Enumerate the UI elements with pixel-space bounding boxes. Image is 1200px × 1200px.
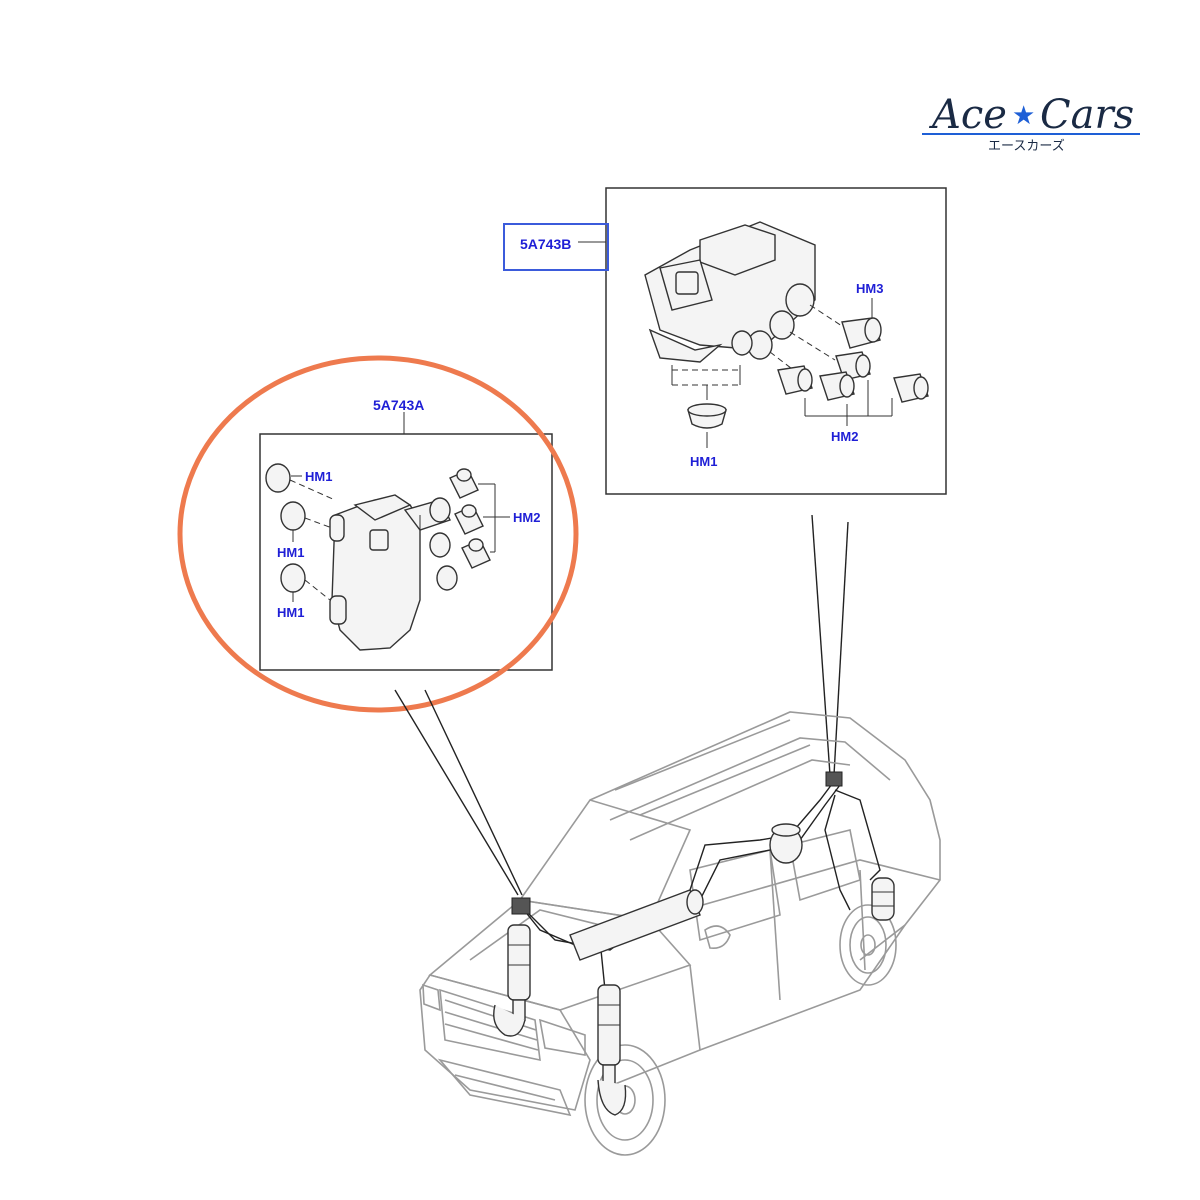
inset-b-panel: 5A743B xyxy=(503,187,947,495)
part-b-highlight-box xyxy=(503,223,609,271)
hm2-label-b: HM2 xyxy=(831,429,858,444)
grommet-hm1-b xyxy=(687,403,727,448)
valve-block-a xyxy=(329,494,458,651)
logo-brand-right: Cars xyxy=(1040,92,1134,138)
part-a-label: 5A743A xyxy=(373,397,424,413)
valve-block-b xyxy=(644,221,846,400)
grommets-hm1-a xyxy=(265,463,336,602)
hm1-label-a-bottom: HM1 xyxy=(277,605,304,620)
front-left-air-strut xyxy=(493,924,531,1037)
ace-cars-logo: Ace ★ Cars エースカーズ xyxy=(922,92,1140,154)
valve-block-b-location xyxy=(825,771,843,787)
front-wheel xyxy=(584,1044,666,1156)
part-b-label: 5A743B xyxy=(520,236,571,252)
leader-lines xyxy=(394,514,849,896)
hm2-bracket-a xyxy=(478,483,510,553)
rear-wheel xyxy=(839,904,897,986)
hm1-label-a-top: HM1 xyxy=(305,469,332,484)
logo-star-icon: ★ xyxy=(1012,100,1035,130)
front-right-air-strut xyxy=(597,984,627,1116)
fittings-a xyxy=(449,468,491,569)
logo-brand-left: Ace xyxy=(928,92,1007,138)
hm2-label-a: HM2 xyxy=(513,510,540,525)
hm2-bracket-b xyxy=(804,380,893,426)
air-compressor xyxy=(769,823,803,864)
part-a-highlight-circle xyxy=(177,355,579,713)
fittings-b xyxy=(777,317,929,403)
inset-a-panel: 5A743A HM1 HM1 HM1 xyxy=(177,355,579,713)
hm1-label-a-mid: HM1 xyxy=(277,545,304,560)
hm1-label-b: HM1 xyxy=(690,454,717,469)
rear-air-spring xyxy=(871,877,895,921)
air-reservoir xyxy=(569,889,704,961)
air-suspension-system xyxy=(493,771,895,1116)
vehicle-outline xyxy=(419,711,941,1156)
logo-subtitle: エースカーズ xyxy=(988,138,1065,154)
valve-block-a-location xyxy=(511,897,531,915)
hm3-label: HM3 xyxy=(856,281,883,296)
